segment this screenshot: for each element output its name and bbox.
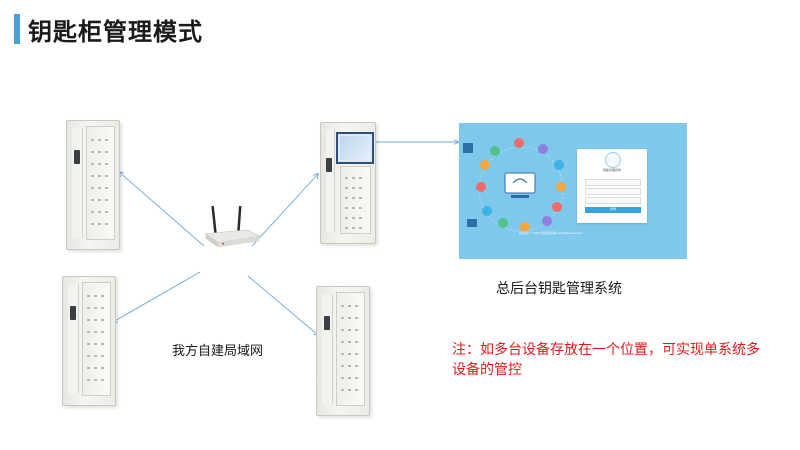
lan-label: 我方自建局域网	[172, 344, 264, 359]
network-illustration	[463, 138, 566, 232]
router-icon	[204, 206, 261, 248]
backend-label: 总后台钥匙管理系统	[496, 281, 622, 297]
login-card: 钥匙管理系统 登录	[577, 149, 647, 223]
copyright-footer: 版权所有 © 2018 钥匙管理系统 All Rights Reserved	[519, 232, 583, 235]
title-accent-bar	[14, 14, 20, 44]
keypad-icon	[326, 158, 332, 172]
login-button: 登录	[585, 207, 641, 213]
key-cabinet-top-left	[66, 120, 120, 250]
link-router-to-cabinet-bottom-left	[113, 271, 201, 322]
backend-system-screenshot: 钥匙管理系统 登录 版权所有 © 2018 钥匙管理系统 All Rights …	[459, 123, 687, 259]
username-field	[585, 179, 641, 186]
key-cabinet-bottom-right	[316, 286, 370, 416]
captcha-field	[585, 197, 641, 204]
login-title: 钥匙管理系统	[602, 168, 621, 172]
keypad-icon	[70, 306, 76, 320]
key-cabinet-bottom-left	[62, 276, 116, 406]
touch-screen-icon	[336, 132, 374, 164]
note-text: 注：如多台设备存放在一个位置，可实现单系统多设备的管控	[452, 342, 760, 378]
link-router-to-smart-cabinet	[251, 174, 318, 247]
link-router-to-cabinet-top-left	[119, 172, 205, 247]
keypad-icon	[324, 316, 330, 330]
link-router-to-cabinet-bottom-right	[247, 275, 318, 335]
smart-key-cabinet	[320, 122, 376, 244]
password-field	[585, 188, 641, 195]
keypad-icon	[74, 150, 80, 164]
user-avatar-icon	[605, 152, 621, 168]
page-title: 钥匙柜管理模式	[28, 18, 203, 46]
